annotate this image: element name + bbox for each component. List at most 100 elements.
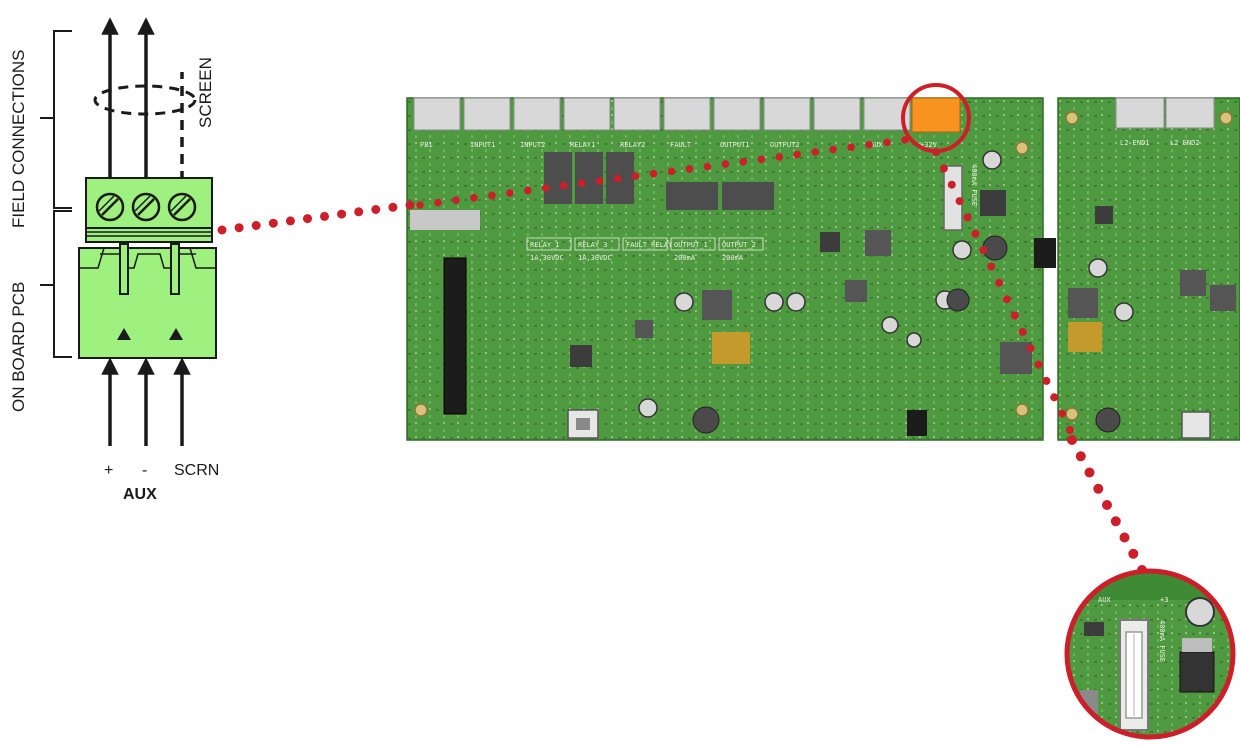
callout-dot	[721, 160, 730, 168]
relay-tag-label: RELAY_1	[530, 241, 560, 249]
callout-dot	[577, 179, 586, 188]
callout-dot	[217, 225, 227, 235]
pin-header	[1034, 238, 1056, 268]
fuse-zoom-inset: AUX +3 400mA FUSE	[1064, 568, 1236, 740]
callout-dot	[979, 246, 988, 255]
callout-dot	[1084, 467, 1095, 478]
callout-dot	[847, 143, 855, 151]
terminal-silk-label: AUX	[870, 141, 883, 149]
callout-dot	[667, 167, 676, 176]
terminal-block	[1115, 97, 1165, 129]
callout-dot	[865, 141, 873, 149]
capacitor	[881, 316, 899, 334]
relay-tag-label: RELAY_3	[578, 241, 608, 249]
callout-dot	[1018, 327, 1027, 336]
callout-dot	[1128, 548, 1139, 559]
terminal-block	[663, 97, 711, 131]
callout-dot	[470, 194, 478, 202]
callout-dot	[268, 218, 278, 228]
screen-label: SCREEN	[196, 57, 215, 128]
callout-dot	[1042, 376, 1051, 385]
pin-header	[907, 410, 927, 436]
callout-dot	[811, 148, 819, 156]
capacitor	[952, 240, 972, 260]
inductor	[946, 288, 970, 312]
zoom-smd-part	[1084, 622, 1104, 636]
connector-diagram: FIELD CONNECTIONS ON BOARD PCB SCREEN	[9, 17, 219, 503]
ic-chip	[1180, 270, 1206, 296]
capacitor	[674, 292, 694, 312]
callout-dot	[1034, 360, 1043, 369]
callout-dot	[685, 165, 694, 173]
callout-dot	[649, 169, 658, 178]
callout-dot	[405, 200, 415, 210]
relay-block	[544, 152, 572, 204]
callout-dot	[488, 191, 496, 200]
terminal-silk-label: PB1	[420, 141, 433, 149]
terminal-silk-label: OUTPUT1	[720, 141, 750, 149]
zoom-silk-aux: AUX	[1098, 596, 1111, 604]
terminal-screw-positive	[95, 192, 125, 222]
capacitor	[764, 292, 784, 312]
callout-dot	[1066, 426, 1074, 434]
usb-port-inner	[576, 418, 590, 430]
zoom-regulator	[1179, 651, 1215, 693]
field-connections-bracket	[40, 30, 72, 209]
ic-chip	[1210, 285, 1236, 311]
callout-dots-to-fuse-zoom	[1067, 435, 1147, 575]
relay-rating-label: 200mA	[722, 254, 744, 262]
zoom-regulator-tab	[1182, 638, 1212, 652]
polarity-triangle-icon	[169, 328, 183, 340]
callout-dot	[901, 136, 909, 144]
aux-highlight-ring	[901, 83, 971, 153]
callout-dot	[452, 196, 460, 204]
relay-tag-box	[718, 237, 764, 251]
terminal-block	[763, 97, 811, 131]
callout-dot	[739, 157, 748, 166]
callout-dot	[388, 202, 398, 212]
relay-rating-label: 1A,30VDC	[578, 254, 612, 262]
gold-pad	[1068, 322, 1102, 352]
callout-dot	[354, 207, 364, 217]
ic-chip	[980, 190, 1006, 216]
callout-dot	[757, 155, 766, 164]
field-connections-label: FIELD CONNECTIONS	[9, 49, 28, 228]
terminal-silk-label: INPUT2	[520, 141, 545, 149]
callout-dot	[971, 229, 980, 238]
terminal-block-row	[413, 97, 961, 131]
mounting-hole	[414, 403, 428, 417]
relay-tag-box	[574, 237, 620, 251]
zoom-silk-plus: +3	[1160, 596, 1168, 604]
ic-chip	[1068, 288, 1098, 318]
aux-terminal-highlight	[911, 97, 961, 133]
callout-dot	[829, 145, 837, 154]
callout-dot	[947, 180, 956, 189]
inductor	[692, 406, 720, 434]
expansion-pcb: L2 END1 L2 END2	[1057, 97, 1240, 441]
callout-dot	[1002, 295, 1011, 304]
relay-rating-label: 1A,30VDC	[530, 254, 564, 262]
callout-dot	[416, 201, 424, 209]
callout-dot	[1102, 500, 1112, 510]
terminal-block	[413, 97, 461, 131]
relay-tag-label: OUTPUT_2	[722, 241, 756, 249]
ic-chip	[702, 290, 732, 320]
terminal-silk-label: +32V	[920, 141, 938, 149]
zoom-fuse-silk: 400mA FUSE	[1158, 620, 1166, 662]
callout-dot	[703, 162, 712, 171]
relay-tag-box	[670, 237, 716, 251]
callout-dot	[1058, 409, 1067, 418]
ribbon-header	[443, 257, 467, 415]
terminal-block	[713, 97, 761, 131]
capacitor	[786, 292, 806, 312]
callout-dots-to-connector	[217, 200, 415, 235]
screen-shield-loop	[93, 84, 197, 116]
mounting-hole	[1065, 111, 1079, 125]
terminal-screw-screen	[167, 192, 197, 222]
callout-dot	[541, 184, 550, 192]
on-board-pcb-bracket	[40, 210, 72, 358]
callout-dot	[1119, 532, 1130, 543]
callout-dot	[251, 221, 261, 230]
ic-chip	[1095, 206, 1113, 224]
